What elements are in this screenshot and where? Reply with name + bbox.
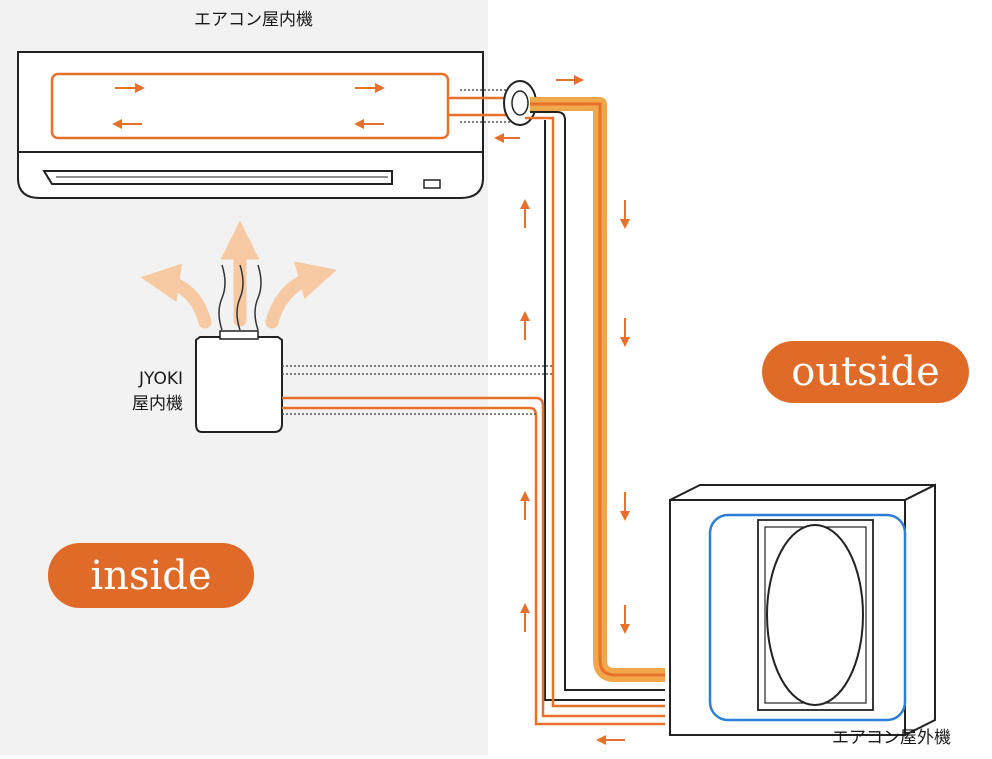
- jyoki-label-line2: 屋内機: [132, 394, 183, 414]
- refrigerant-piping: [282, 97, 665, 726]
- outdoor-ac-label: エアコン屋外機: [832, 728, 951, 748]
- fan-icon: [766, 524, 864, 706]
- jyoki-label-line1: JYOKI: [138, 369, 183, 389]
- indoor-ac-label: エアコン屋内機: [194, 10, 313, 30]
- outside-pill: [762, 341, 969, 403]
- outdoor-coil-loop: [708, 513, 907, 722]
- inside-label: inside: [90, 552, 212, 599]
- inside-pill: [48, 543, 254, 608]
- outdoor-ac-unit: [669, 483, 936, 737]
- jyoki-unit: [140, 220, 337, 433]
- flow-arrows: [494, 75, 630, 745]
- ac-display: [423, 179, 441, 189]
- heat-wave-icon: [218, 264, 262, 331]
- warm-air-icon: [140, 220, 337, 329]
- outside-label: outside: [791, 349, 940, 395]
- indoor-coil-loop: [50, 72, 450, 140]
- indoor-ac-unit: [17, 51, 537, 199]
